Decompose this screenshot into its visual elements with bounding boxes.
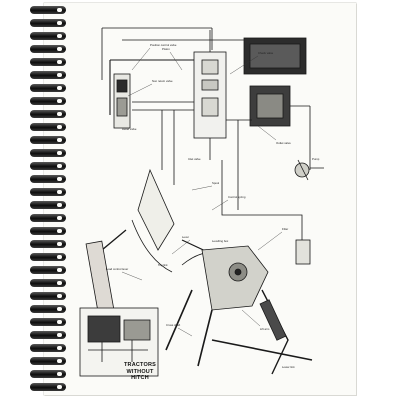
label-check-valve: Check valve xyxy=(258,51,274,55)
label-lower-link: Lower link xyxy=(282,365,295,369)
label-control-spring: Control spring xyxy=(228,195,246,199)
label-lift-arm: Lift arm xyxy=(260,327,270,331)
hydraulic-system-diagram: Position control valve Non return valve … xyxy=(79,27,324,377)
label-position-control-valve: Position control valve xyxy=(150,43,177,47)
label-inlet-valve: Inlet valve xyxy=(188,157,201,161)
label-lever: Lever xyxy=(182,235,189,239)
label-non-return-valve: Non return valve xyxy=(152,79,173,83)
label-piston: Piston xyxy=(162,47,170,51)
label-cross-shaft: Cross shaft xyxy=(166,323,180,327)
label-pump: Pump xyxy=(312,157,320,161)
label-levelling-box: Levelling box xyxy=(212,239,229,243)
spiral-binding xyxy=(30,6,68,396)
label-outlet-valve: Outlet valve xyxy=(276,141,291,145)
label-load-control-lever: Load control lever xyxy=(106,267,128,271)
label-filter: Filter xyxy=(282,227,288,231)
label-relief-valve: Relief valve xyxy=(122,127,137,131)
label-top-link: Top link xyxy=(158,263,168,267)
label-spool: Spool xyxy=(212,181,220,185)
inset-title: TRACTORS WITHOUT HITCH xyxy=(123,362,157,381)
